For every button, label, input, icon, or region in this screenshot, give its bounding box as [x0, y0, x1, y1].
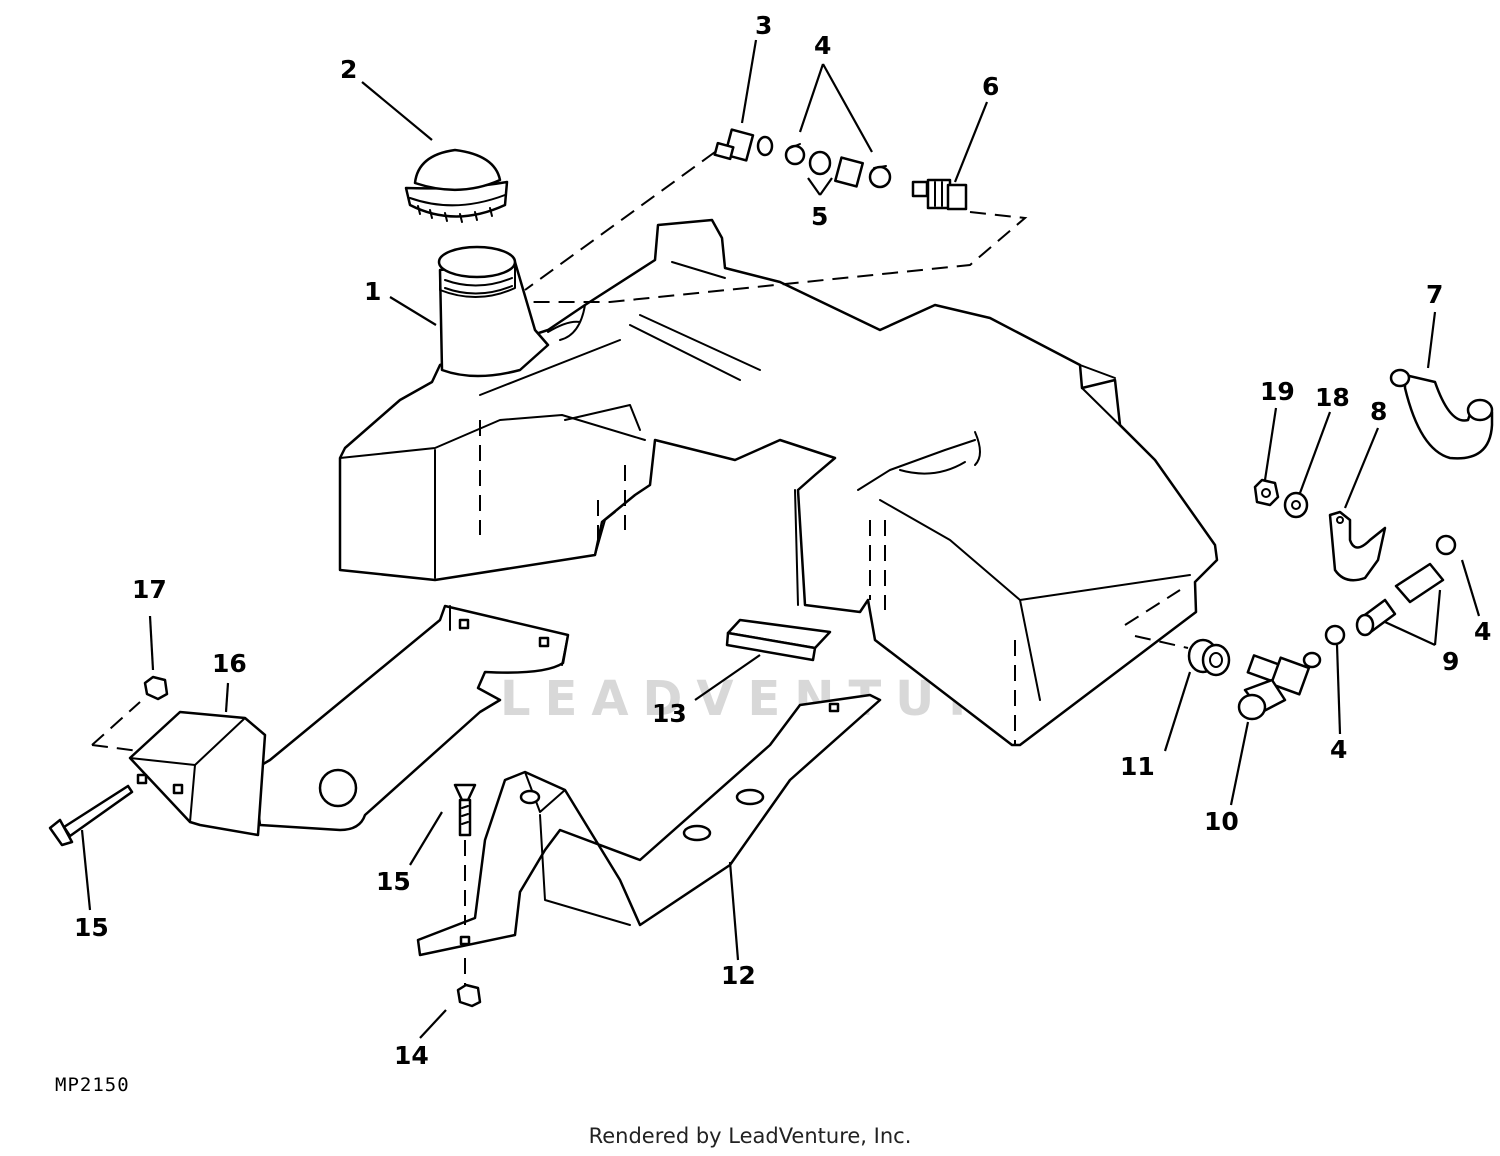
credit-line: Rendered by LeadVenture, Inc.: [588, 1124, 912, 1148]
callout-4-bottom: 4: [1330, 735, 1347, 764]
fuel-cap[interactable]: [404, 148, 509, 223]
callouts: 1 2 3 4 4 4 5 6 7 8 9 10 11 12 13 14 15 …: [74, 11, 1491, 1070]
fuel-shutoff-valve[interactable]: [1237, 651, 1322, 721]
callout-9: 9: [1442, 647, 1459, 676]
callout-15-center: 15: [376, 867, 411, 896]
pad[interactable]: [725, 618, 832, 662]
callout-8: 8: [1370, 397, 1387, 426]
fuel-hose[interactable]: [1324, 534, 1457, 646]
callout-6: 6: [982, 72, 999, 101]
callout-11: 11: [1120, 752, 1155, 781]
callout-1: 1: [364, 277, 381, 306]
carriage-bolt-left[interactable]: [48, 784, 134, 847]
hose-clamp-bracket[interactable]: [1328, 510, 1387, 582]
grommet[interactable]: [1187, 638, 1231, 677]
callout-14: 14: [394, 1041, 429, 1070]
callout-17: 17: [132, 575, 167, 604]
callout-3: 3: [755, 11, 772, 40]
clip[interactable]: [1389, 368, 1494, 460]
washer-18[interactable]: [1283, 491, 1309, 519]
rear-tank-support[interactable]: [416, 693, 882, 957]
check-valve[interactable]: [911, 178, 968, 211]
vent-hose-assembly[interactable]: [784, 143, 892, 189]
front-tank-support[interactable]: [128, 604, 570, 837]
callout-5: 5: [811, 202, 828, 231]
drawing-code: MP2150: [55, 1074, 130, 1096]
callout-16: 16: [212, 649, 247, 678]
callout-10: 10: [1204, 807, 1239, 836]
vent-line-path: [524, 151, 1028, 303]
nut-17[interactable]: [143, 675, 169, 701]
callout-15-left: 15: [74, 913, 109, 942]
callout-4-right: 4: [1474, 617, 1491, 646]
vent-fitting[interactable]: [713, 128, 774, 162]
nut-19[interactable]: [1253, 478, 1280, 507]
fuel-tank[interactable]: [338, 218, 1219, 747]
callout-18: 18: [1315, 383, 1350, 412]
nut-14[interactable]: [456, 958, 482, 1008]
callout-19: 19: [1260, 377, 1295, 406]
callout-13: 13: [652, 699, 687, 728]
carriage-bolt-center[interactable]: [453, 783, 477, 925]
leader-lines: [80, 39, 1481, 1039]
callout-4-top: 4: [814, 31, 831, 60]
callout-7: 7: [1426, 280, 1443, 309]
grommet-line-path: [1134, 635, 1189, 649]
callout-2: 2: [340, 55, 357, 84]
callout-12: 12: [721, 961, 756, 990]
